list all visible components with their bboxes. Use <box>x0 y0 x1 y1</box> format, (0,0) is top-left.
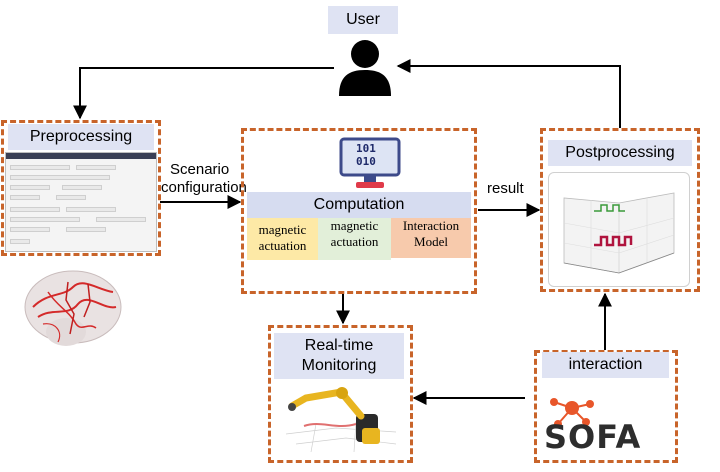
computer-icon <box>339 137 401 188</box>
user-label: User <box>328 6 398 34</box>
cell-2-line2: actuation <box>330 234 379 249</box>
plot-3d-axes <box>563 192 675 274</box>
cell-3-line1: Interaction <box>402 218 460 233</box>
postprocessing-box <box>540 128 700 292</box>
robot-arm-image <box>285 387 397 453</box>
plot-3d-image <box>548 172 690 287</box>
cell-magnetic-actuation-1: magnetic actuation <box>247 218 318 260</box>
realtime-label-line2: Monitoring <box>301 357 377 374</box>
cell-magnetic-actuation-2: magnetic actuation <box>318 218 391 260</box>
postprocessing-label: Postprocessing <box>548 140 692 166</box>
user-icon <box>339 40 391 96</box>
sofa-network-icon <box>550 398 594 428</box>
sofa-logo-text: SOFA <box>544 418 642 456</box>
edge-label-scenario: Scenario <box>170 161 230 178</box>
cell-1-line1: magnetic <box>258 222 307 237</box>
brain-vessel-image <box>24 270 122 346</box>
interaction-label: interaction <box>542 352 669 378</box>
preprocessing-form-screenshot <box>5 152 157 252</box>
computer-icon-digits-2: 010 <box>356 155 376 168</box>
realtime-label-line1: Real-time <box>304 337 374 354</box>
cell-3-line2: Model <box>414 234 448 249</box>
cell-2-line1: magnetic <box>330 218 379 233</box>
sofa-logo: SOFA <box>540 396 670 460</box>
cell-interaction-model: Interaction Model <box>391 218 471 258</box>
computer-icon-digits-1: 101 <box>356 142 376 155</box>
cell-1-line2: actuation <box>258 238 307 253</box>
edge-user-to-preprocessing <box>73 67 334 120</box>
preprocessing-label: Preprocessing <box>8 124 154 150</box>
realtime-monitoring-label: Real-time Monitoring <box>274 333 404 379</box>
edge-label-result: result <box>487 180 524 197</box>
realtime-monitoring-box <box>268 325 413 463</box>
computation-box <box>241 128 477 294</box>
preprocessing-box <box>1 120 161 256</box>
edge-postprocessing-to-user <box>396 59 621 128</box>
interaction-box <box>534 350 678 463</box>
edge-label-configuration: configuration <box>161 179 247 196</box>
computation-label: Computation <box>247 192 471 218</box>
